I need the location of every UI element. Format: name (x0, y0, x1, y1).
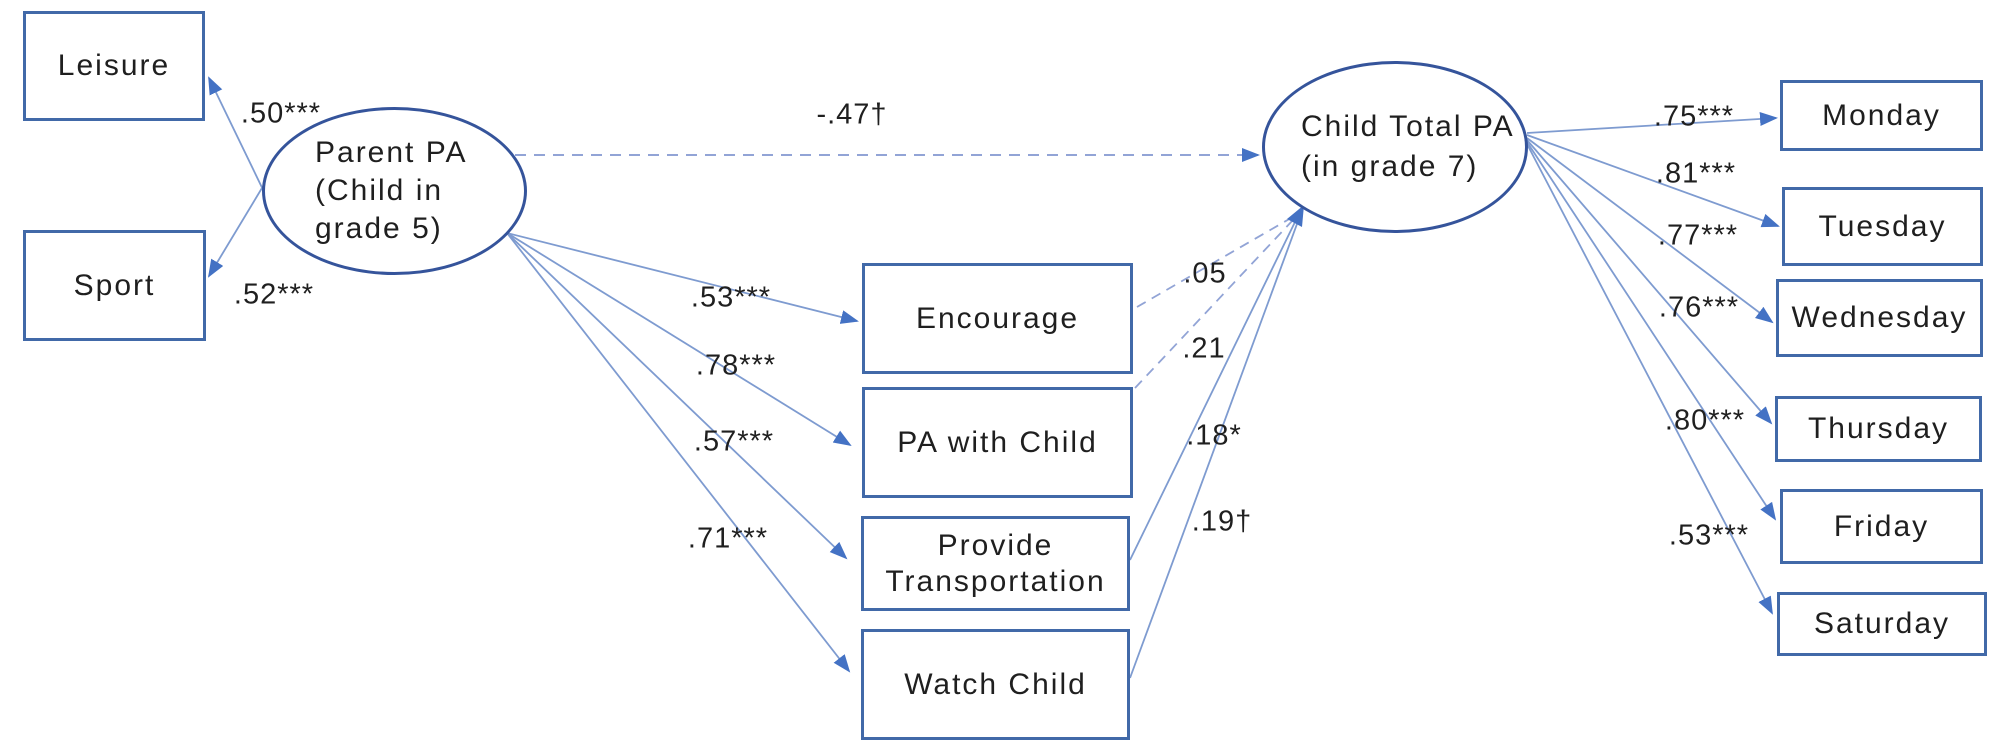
path-parent-to-provide-transportation (506, 232, 848, 560)
path-parent-to-encourage (506, 232, 859, 324)
monday-indicator-box: Monday (1780, 80, 1983, 151)
provide-transportation-mediator-box: Provide Transportation (861, 516, 1130, 611)
path-parent-to-pa-with-child (506, 232, 852, 447)
path-child-to-thursday (1526, 139, 1773, 425)
path-child-to-wednesday (1526, 137, 1774, 324)
path-parent-to-leisure (208, 76, 269, 201)
path-watch-child-to-child (1129, 223, 1298, 679)
path-parent-to-sport (207, 177, 269, 278)
encourage-mediator-box: Encourage (862, 263, 1133, 374)
watch-child-mediator-box: Watch Child (861, 629, 1130, 740)
path-provide-transportation-to-child (1129, 221, 1296, 561)
path-encourage-to-child (1136, 217, 1292, 308)
coef-parent-provide-transportation: .57*** (693, 425, 775, 458)
child-total-pa-latent-ellipse: Child Total PA (in grade 7) (1262, 61, 1528, 233)
child-total-pa-label-line2: (in grade 7) (1301, 150, 1479, 183)
loading-leisure: .50*** (240, 97, 322, 130)
coef-pa-with-child-child: .21 (1182, 332, 1226, 365)
path-child-to-saturday (1526, 143, 1773, 615)
loading-monday: .75*** (1653, 100, 1735, 133)
loading-saturday: .53*** (1668, 519, 1750, 552)
loading-tuesday: .81*** (1655, 157, 1737, 190)
wednesday-indicator-box: Wednesday (1776, 279, 1983, 357)
coef-provide-transportation-child: .18* (1186, 419, 1242, 452)
pa-with-child-mediator-box: PA with Child (862, 387, 1133, 498)
coef-watch-child-child: .19† (1191, 505, 1253, 538)
path-child-to-monday (1526, 111, 1778, 134)
loading-wednesday: .77*** (1657, 219, 1739, 252)
path-parent-to-watch-child (506, 232, 851, 673)
convergence-arrowhead (1287, 205, 1304, 227)
leisure-indicator-box: Leisure (23, 11, 205, 121)
coef-parent-watch-child: .71*** (687, 522, 769, 555)
parent-pa-label-line3: grade 5) (315, 212, 443, 245)
loading-sport: .52*** (233, 278, 315, 311)
parent-pa-latent-ellipse: Parent PA (Child in grade 5) (262, 107, 527, 275)
path-pa-with-child-to-child (1134, 219, 1294, 389)
coef-parent-encourage: .53*** (690, 281, 772, 314)
friday-indicator-box: Friday (1780, 489, 1983, 564)
coef-encourage-child: .05 (1183, 257, 1227, 290)
sport-indicator-box: Sport (23, 230, 206, 341)
saturday-indicator-box: Saturday (1777, 592, 1987, 656)
coef-parent-pa-with-child: .78*** (695, 349, 777, 382)
path-child-to-tuesday (1526, 134, 1780, 228)
child-total-pa-label-line1: Child Total PA (1301, 110, 1515, 143)
tuesday-indicator-box: Tuesday (1782, 187, 1983, 266)
parent-pa-label-line1: Parent PA (315, 136, 468, 169)
parent-pa-label-line2: (Child in (315, 174, 444, 207)
coef-direct-path: -.47† (816, 98, 888, 131)
loading-friday: .80*** (1664, 404, 1746, 437)
loading-thursday: .76*** (1658, 291, 1740, 324)
path-child-to-friday (1526, 141, 1777, 521)
thursday-indicator-box: Thursday (1775, 396, 1982, 462)
